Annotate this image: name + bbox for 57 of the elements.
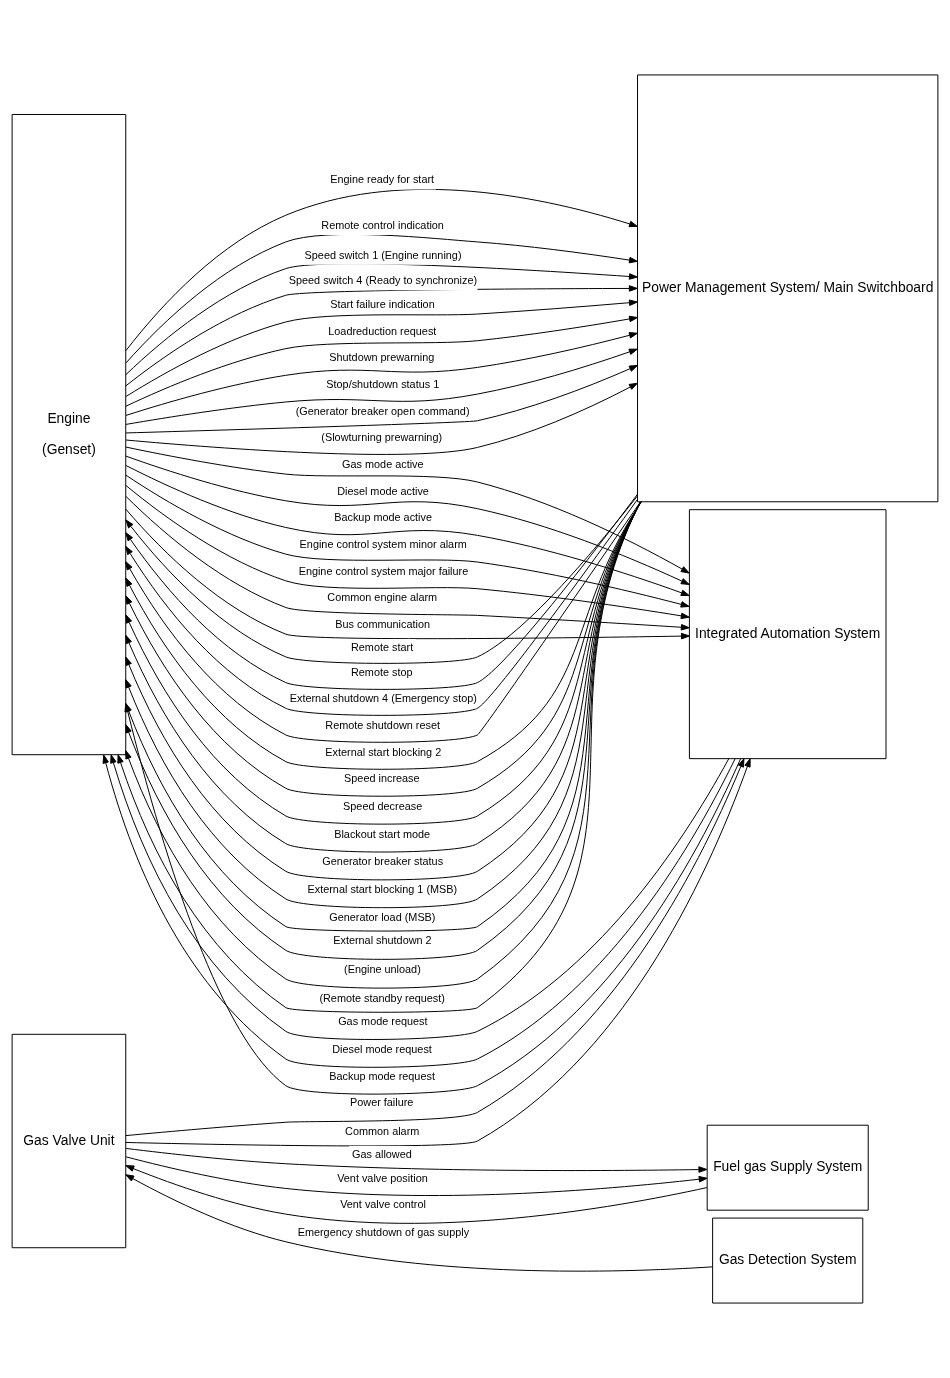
arrow: [125, 1174, 713, 1272]
edge-label: Vent valve position: [337, 1172, 428, 1185]
edge-label: Remote shutdown reset: [325, 718, 440, 731]
arrow: [125, 188, 638, 352]
arrow: [125, 1165, 708, 1224]
node-box: Engine (Genset): [11, 113, 127, 756]
arrow: [125, 1156, 708, 1197]
edge-label: Backup mode active: [334, 511, 433, 524]
arrow: [125, 285, 638, 387]
edge-label: Speed decrease: [343, 799, 423, 812]
node-box: Integrated Automation System: [688, 509, 887, 760]
edge-label: Speed switch 1 (Engine running): [304, 248, 462, 261]
edge-label: Speed switch 4 (Ready to synchronize): [288, 274, 478, 287]
edge-label: Engine control system minor alarm: [299, 538, 467, 551]
edge-label: External start blocking 1 (MSB): [307, 882, 458, 895]
edge-label: Engine ready for start: [330, 173, 435, 186]
arrow: [125, 332, 638, 416]
edge-label: Engine control system major failure: [298, 564, 469, 577]
edge-label: External shutdown 4 (Emergency stop): [289, 692, 477, 705]
node-box: Power Management System/ Main Switchboard: [637, 74, 939, 503]
node-box: Fuel gas Supply System: [706, 1124, 869, 1211]
edge-label: (Slowturning prewarning): [321, 431, 443, 444]
edge-label: Generator breaker status: [322, 855, 444, 868]
edge-label: Remote start: [351, 640, 414, 653]
edge-label: Backup mode request: [329, 1069, 435, 1082]
edge-label: Shutdown prewarning: [329, 351, 435, 364]
arrow: [125, 234, 638, 364]
edge-label: Gas mode request: [338, 1015, 428, 1028]
edge-label: Emergency shutdown of gas supply: [297, 1225, 470, 1238]
edge-label: (Engine unload): [344, 962, 421, 975]
edge-label: Common engine alarm: [327, 591, 438, 604]
edge-label: Vent valve control: [340, 1198, 426, 1210]
edge-label: Generator load (MSB): [329, 910, 436, 923]
arrow: [125, 364, 638, 434]
edge-label: Remote control indication: [321, 218, 444, 231]
edge-label: Stop/shutdown status 1: [326, 377, 440, 390]
edge-label: Loadreduction request: [328, 324, 437, 337]
arrow: [125, 315, 638, 407]
arrow: [125, 263, 638, 376]
edge-label: Gas mode active: [342, 457, 424, 470]
edge-label: Speed increase: [344, 772, 420, 785]
edge-label: (Remote standby request): [319, 991, 445, 1004]
edge-label: Blackout start mode: [334, 827, 431, 840]
edge-label: Common alarm: [345, 1124, 420, 1137]
edge-label: Diesel mode active: [337, 484, 429, 497]
edge-label: (Generator breaker open command): [295, 404, 470, 417]
node-box: Gas Valve Unit: [11, 1033, 127, 1249]
edge-label: Diesel mode request: [332, 1042, 432, 1055]
edge-label: External shutdown 2: [333, 934, 432, 947]
arrow: [125, 382, 638, 455]
edge-label: Gas allowed: [351, 1147, 412, 1160]
edge-label: External start blocking 2: [325, 745, 442, 758]
edge-label: Start failure indication: [330, 297, 435, 310]
node-box: Gas Detection System: [712, 1217, 864, 1304]
edge-label: Bus communication: [335, 618, 430, 631]
edge-label: Remote stop: [351, 666, 413, 679]
edge-label: Power failure: [350, 1096, 414, 1109]
